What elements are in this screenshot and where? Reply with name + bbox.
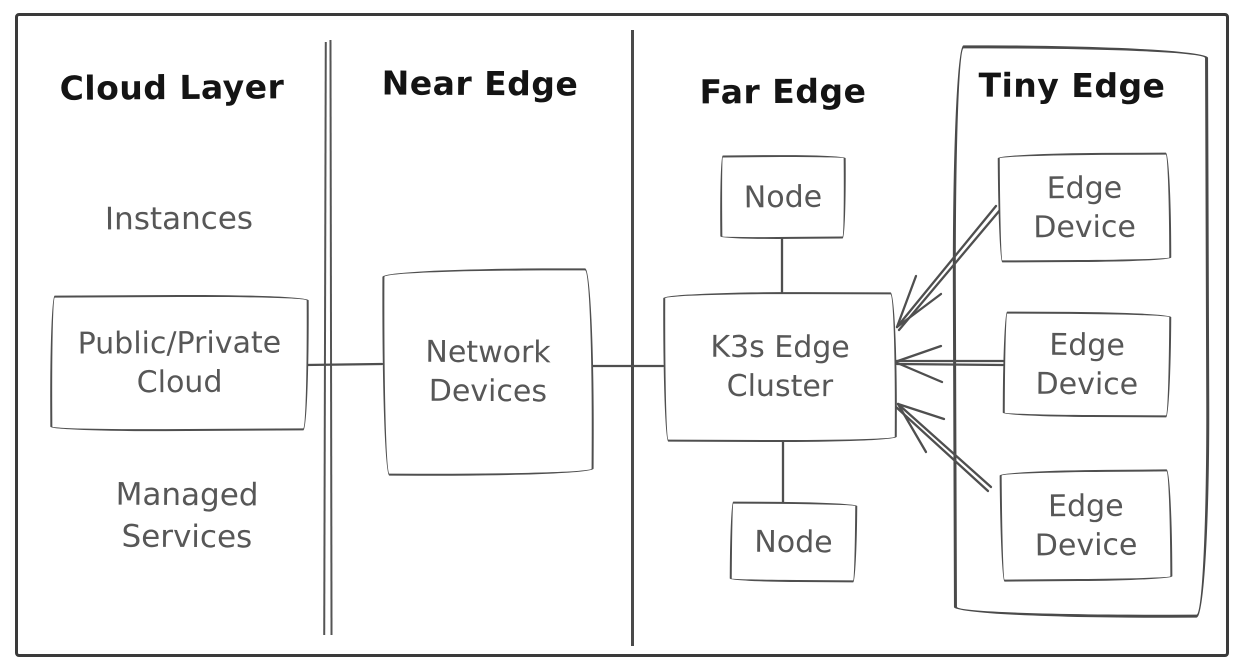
box-network-devices: Network Devices (381, 267, 595, 477)
box-edge-device-2: Edge Device (1002, 311, 1172, 418)
label-managed-services: Managed Services (115, 476, 259, 556)
box-edge-device-3-label: Edge Device (1034, 488, 1138, 563)
box-node-top-label: Node (743, 179, 823, 215)
header-far-edge: Far Edge (699, 71, 867, 112)
box-node-bottom: Node (729, 501, 858, 583)
box-k3s-edge-cluster-label: K3s Edge Cluster (710, 329, 850, 405)
box-public-private-cloud-label: Public/Private Cloud (77, 325, 282, 401)
label-instances: Instances (104, 200, 254, 238)
box-edge-device-3: Edge Device (999, 469, 1173, 582)
header-cloud-layer: Cloud Layer (59, 67, 285, 108)
box-edge-device-2-label: Edge Device (1035, 327, 1139, 402)
box-k3s-edge-cluster: K3s Edge Cluster (662, 291, 898, 443)
box-edge-device-1-label: Edge Device (1033, 170, 1136, 245)
box-node-top: Node (719, 154, 847, 240)
diagram-outer-border (15, 13, 1229, 657)
box-node-bottom-label: Node (754, 524, 833, 560)
box-edge-device-1: Edge Device (997, 152, 1172, 263)
box-network-devices-label: Network Devices (425, 334, 551, 410)
column-separator-near-far (631, 30, 634, 646)
box-public-private-cloud: Public/Private Cloud (49, 294, 310, 432)
header-tiny-edge: Tiny Edge (978, 65, 1166, 106)
header-near-edge: Near Edge (381, 63, 579, 104)
